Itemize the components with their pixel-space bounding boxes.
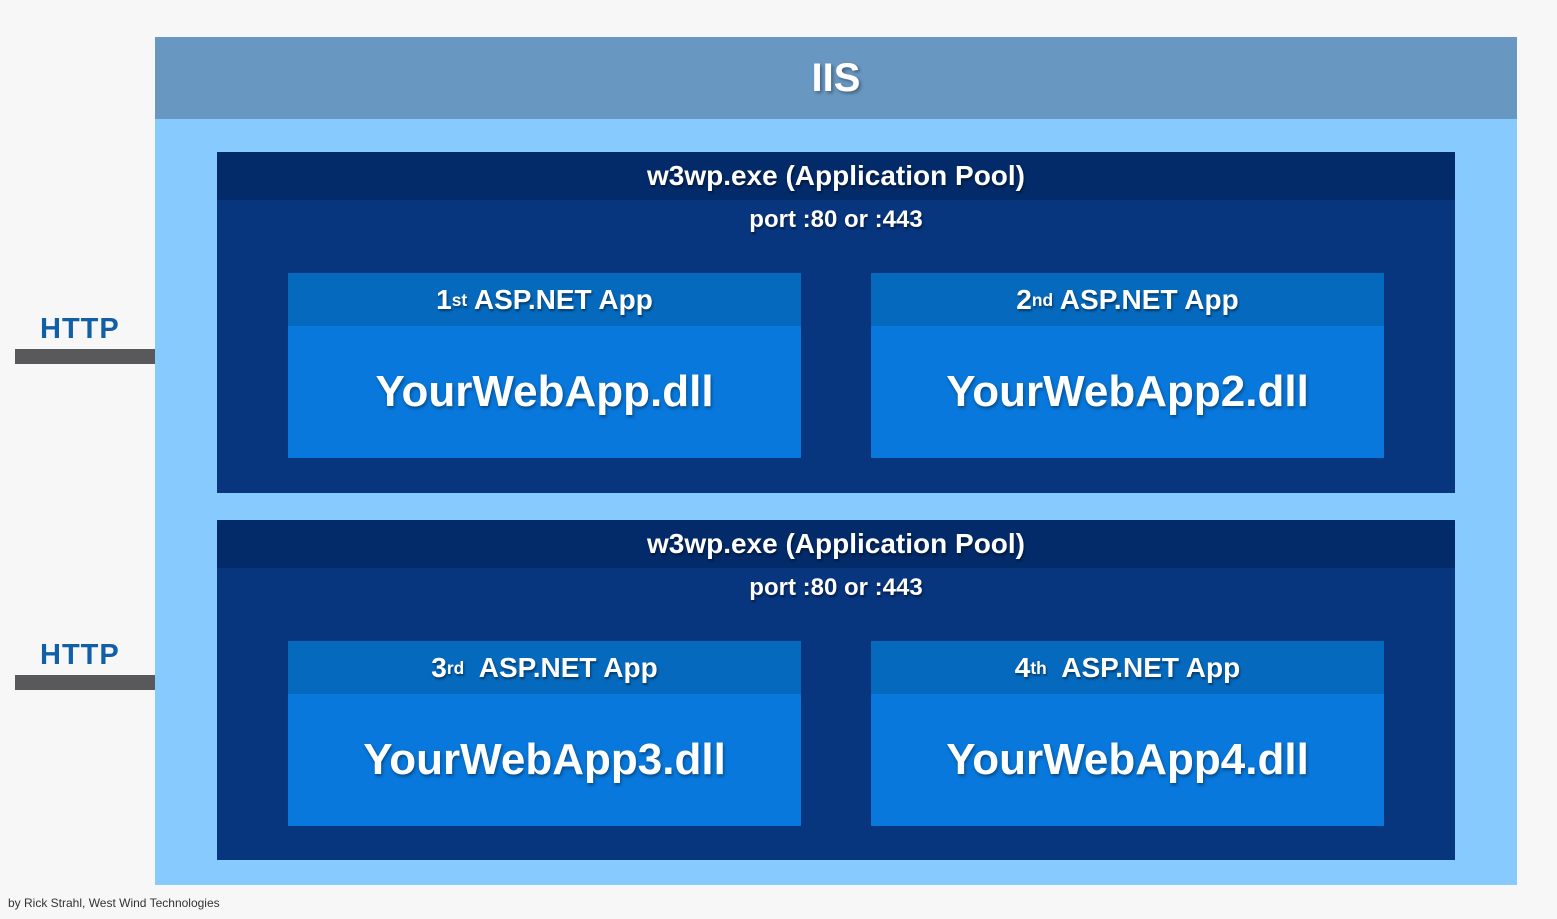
credit-text: by Rick Strahl, West Wind Technologies [8,896,220,910]
arrow-shaft [15,675,165,690]
app-pool-2: w3wp.exe (Application Pool) port :80 or … [217,520,1455,860]
app-dll-name: YourWebApp.dll [288,326,801,458]
app-pool-port: port :80 or :443 [749,574,923,601]
app-dll-name: YourWebApp4.dll [871,694,1384,826]
http-label: HTTP [40,313,120,345]
http-label: HTTP [40,639,120,671]
app-pool-1: w3wp.exe (Application Pool) port :80 or … [217,152,1455,493]
iis-title: IIS [155,37,1517,119]
app-dll-name: YourWebApp2.dll [871,326,1384,458]
iis-container: IIS w3wp.exe (Application Pool) port :80… [155,37,1517,885]
app-dll-name: YourWebApp3.dll [288,694,801,826]
arrow-shaft [15,349,165,364]
app-pool-title: w3wp.exe (Application Pool) [217,152,1455,200]
app-pool-title: w3wp.exe (Application Pool) [217,520,1455,568]
app-pool-port: port :80 or :443 [749,206,923,233]
